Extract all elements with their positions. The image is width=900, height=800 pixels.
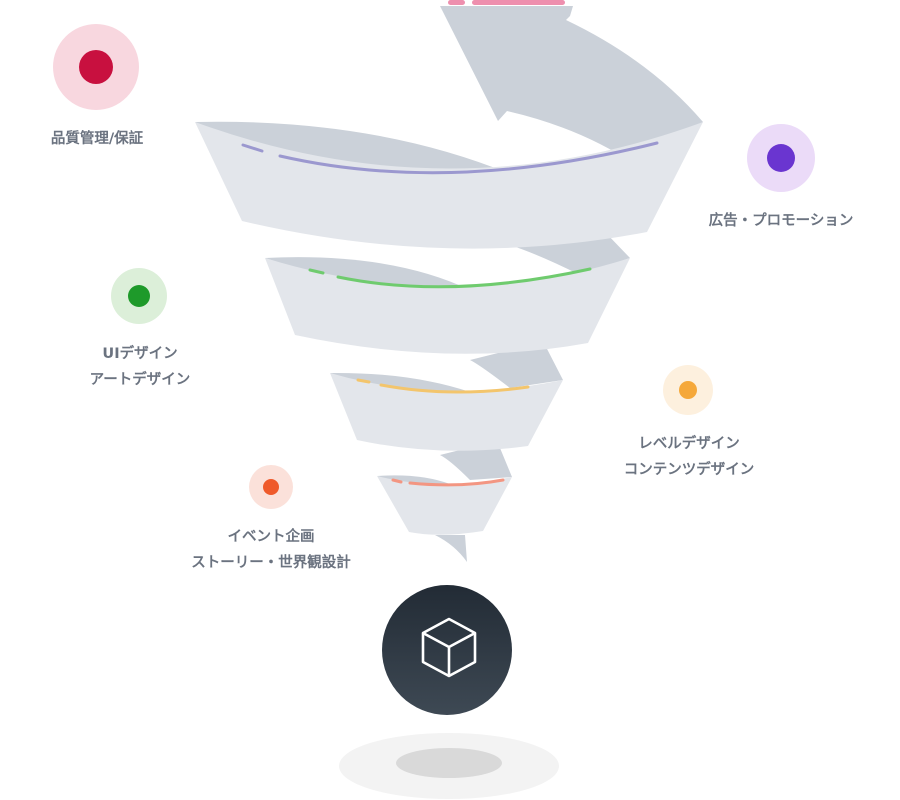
dot-event	[263, 479, 279, 495]
node-quality	[53, 24, 139, 110]
band-2-line-short	[308, 268, 325, 275]
arrow-shape	[440, 6, 703, 175]
dot-ui	[128, 285, 150, 307]
ribbon-back-3	[440, 448, 512, 480]
cube-icon	[421, 617, 477, 678]
ribbon-back-2	[470, 345, 563, 388]
arrow-line-pink-short	[448, 0, 465, 5]
label-line: レベルデザイン	[638, 436, 740, 452]
label-line: 品質管理/保証	[50, 131, 144, 147]
band-3-back	[330, 372, 470, 393]
band-1-line-short	[241, 143, 264, 153]
dot-level	[679, 381, 697, 399]
band-1-line	[278, 141, 659, 175]
node-ui	[111, 268, 167, 324]
dot-promotion	[767, 144, 795, 172]
label-line: コンテンツデザイン	[623, 462, 755, 478]
band-4	[377, 476, 512, 535]
band-4-line-short	[391, 478, 403, 484]
label-ui: UIデザインアートデザイン	[90, 341, 191, 393]
band-2	[265, 258, 630, 354]
arrow-line-pink	[472, 0, 565, 5]
band-4-tail	[435, 535, 467, 562]
center-circle	[382, 585, 512, 715]
band-1	[195, 122, 703, 249]
band-1-back	[195, 121, 520, 182]
band-2-line	[336, 267, 592, 289]
label-promotion: 広告・プロモーション	[709, 208, 854, 234]
band-4-line	[408, 478, 505, 487]
label-line: イベント企画	[227, 529, 315, 545]
band-3-line	[379, 383, 530, 394]
label-line: UIデザイン	[102, 346, 178, 362]
node-event	[249, 465, 293, 509]
dot-quality	[79, 50, 113, 84]
label-line: ストーリー・世界観設計	[191, 555, 351, 571]
base-shadow-inner	[396, 748, 502, 778]
label-quality: 品質管理/保証	[51, 126, 143, 152]
label-line: 広告・プロモーション	[708, 213, 854, 229]
band-4-back	[377, 475, 450, 485]
band-3	[330, 373, 563, 451]
node-promotion	[747, 124, 815, 192]
band-3-line-short	[356, 378, 371, 384]
band-2-back	[265, 257, 470, 290]
label-level: レベルデザインコンテンツデザイン	[624, 431, 755, 483]
node-level	[663, 365, 713, 415]
label-event: イベント企画ストーリー・世界観設計	[191, 524, 351, 576]
label-line: アートデザイン	[89, 372, 191, 388]
